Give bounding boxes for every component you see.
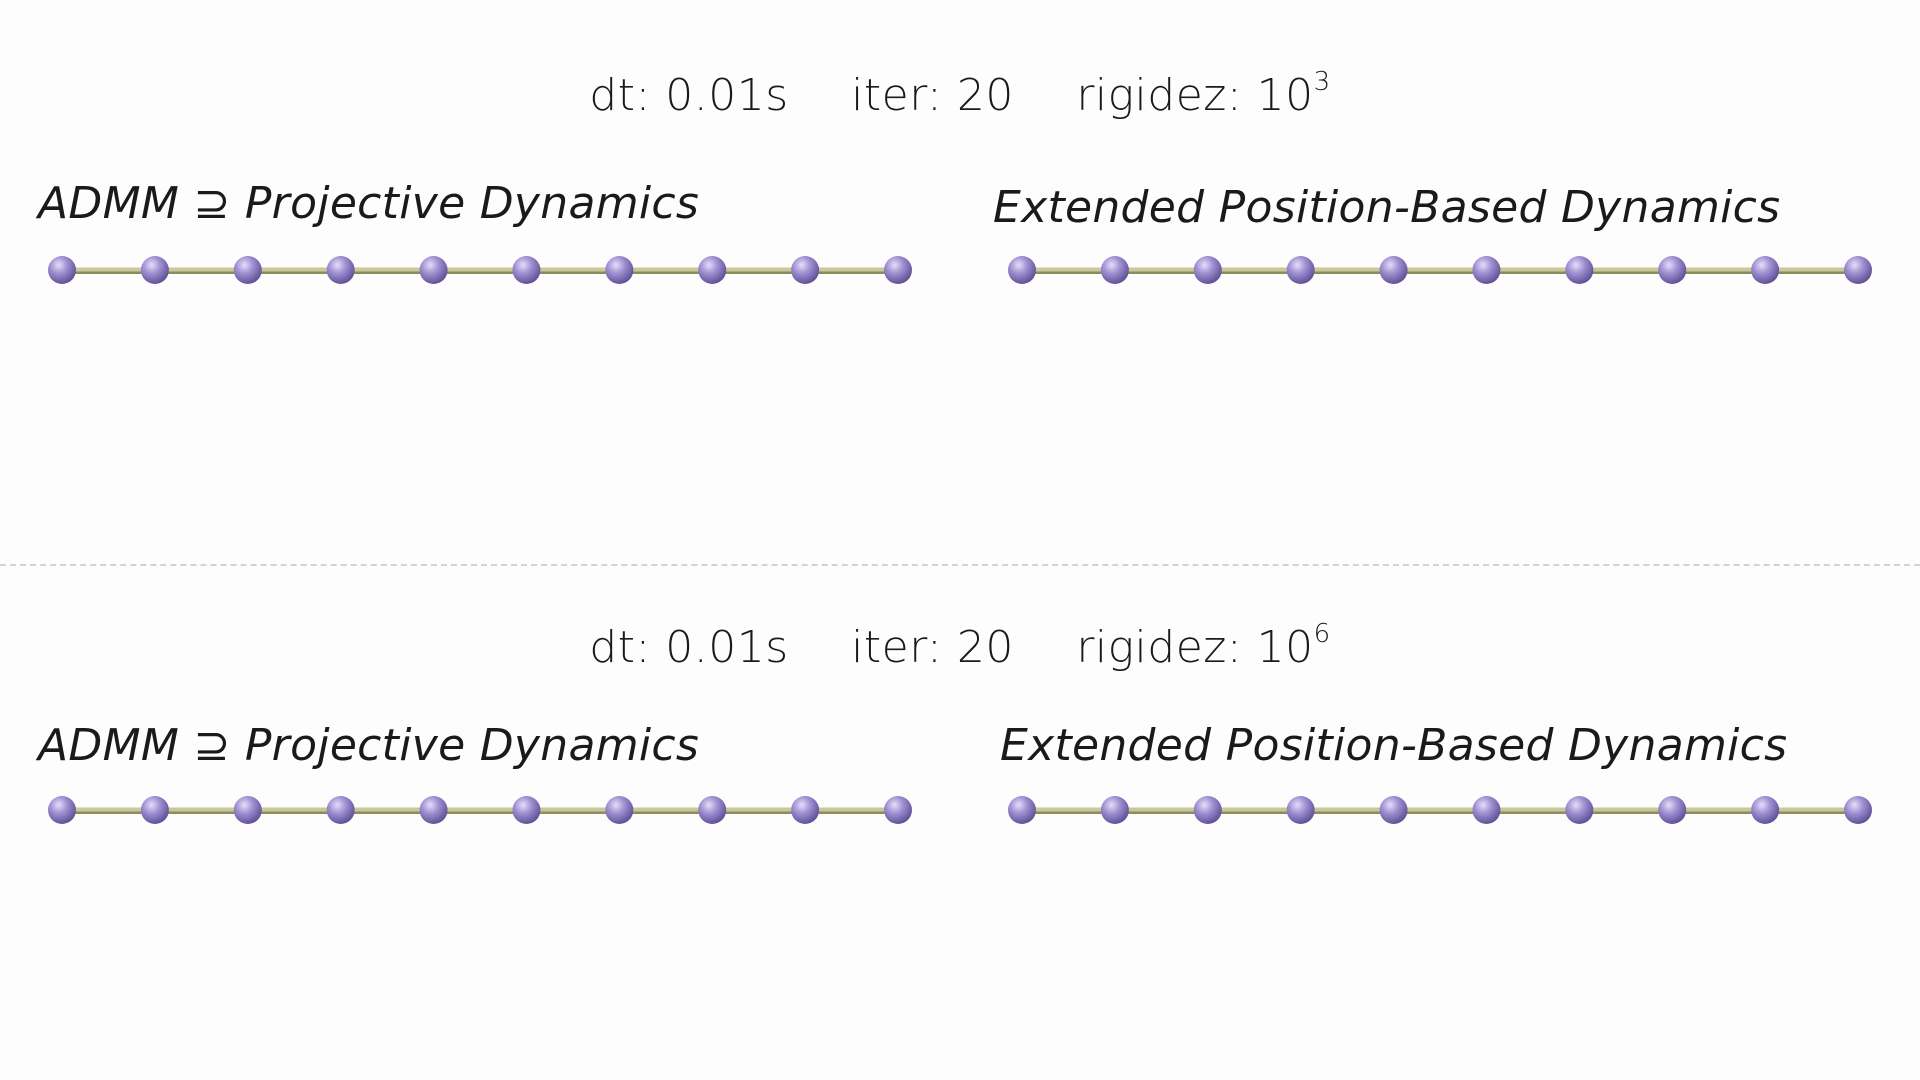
chain-top-right bbox=[1008, 256, 1872, 284]
particle bbox=[419, 256, 448, 284]
particle bbox=[791, 256, 820, 284]
stiffness-base: rigidez: 10 bbox=[1076, 622, 1314, 673]
particle bbox=[512, 256, 541, 284]
particle bbox=[1379, 256, 1408, 284]
stiffness-exponent: 3 bbox=[1313, 67, 1331, 98]
particle bbox=[140, 796, 169, 824]
dt-label: dt: 0.01s bbox=[589, 622, 789, 673]
particle bbox=[326, 796, 355, 824]
panel-divider bbox=[0, 564, 1920, 566]
particle bbox=[605, 256, 634, 284]
particle bbox=[1100, 256, 1129, 284]
params-bottom: dt: 0.01s iter: 20 rigidez: 106 bbox=[0, 619, 1920, 673]
stiffness-base: rigidez: 10 bbox=[1076, 70, 1314, 121]
particle bbox=[512, 796, 541, 824]
particle bbox=[1565, 796, 1594, 824]
stiffness-label: rigidez: 106 bbox=[1076, 619, 1331, 673]
dt-label: dt: 0.01s bbox=[589, 70, 789, 121]
particle bbox=[884, 256, 912, 284]
particle bbox=[1286, 796, 1315, 824]
particle bbox=[884, 796, 912, 824]
particle bbox=[1008, 796, 1036, 824]
particle bbox=[605, 796, 634, 824]
particle bbox=[1193, 256, 1222, 284]
particle bbox=[1751, 256, 1780, 284]
particle bbox=[233, 796, 262, 824]
params-top: dt: 0.01s iter: 20 rigidez: 103 bbox=[0, 67, 1920, 121]
particle bbox=[698, 796, 727, 824]
left-sim-title-top: ADMM ⊇ Projective Dynamics bbox=[38, 178, 700, 229]
particle bbox=[233, 256, 262, 284]
stiffness-exponent: 6 bbox=[1313, 619, 1331, 650]
particle bbox=[1379, 796, 1408, 824]
left-sim-title-bottom: ADMM ⊇ Projective Dynamics bbox=[38, 720, 700, 771]
particle bbox=[48, 256, 76, 284]
stiffness-label: rigidez: 103 bbox=[1076, 67, 1331, 121]
particle bbox=[1286, 256, 1315, 284]
chain-bottom-left bbox=[48, 796, 912, 824]
particle bbox=[791, 796, 820, 824]
particle bbox=[1193, 796, 1222, 824]
particle bbox=[1472, 256, 1501, 284]
particle bbox=[1751, 796, 1780, 824]
particle bbox=[1565, 256, 1594, 284]
right-sim-title-top: Extended Position-Based Dynamics bbox=[993, 182, 1781, 233]
particle bbox=[1844, 256, 1872, 284]
particle bbox=[1008, 256, 1036, 284]
particle bbox=[48, 796, 76, 824]
chain-bottom-right bbox=[1008, 796, 1872, 824]
particle bbox=[140, 256, 169, 284]
particle bbox=[419, 796, 448, 824]
particle bbox=[326, 256, 355, 284]
particle bbox=[1658, 796, 1687, 824]
particle bbox=[1100, 796, 1129, 824]
particle bbox=[1844, 796, 1872, 824]
chain-top-left bbox=[48, 256, 912, 284]
right-sim-title-bottom: Extended Position-Based Dynamics bbox=[1000, 720, 1788, 771]
particle bbox=[1658, 256, 1687, 284]
particle bbox=[698, 256, 727, 284]
particle bbox=[1472, 796, 1501, 824]
iter-label: iter: 20 bbox=[851, 622, 1014, 673]
iter-label: iter: 20 bbox=[851, 70, 1014, 121]
